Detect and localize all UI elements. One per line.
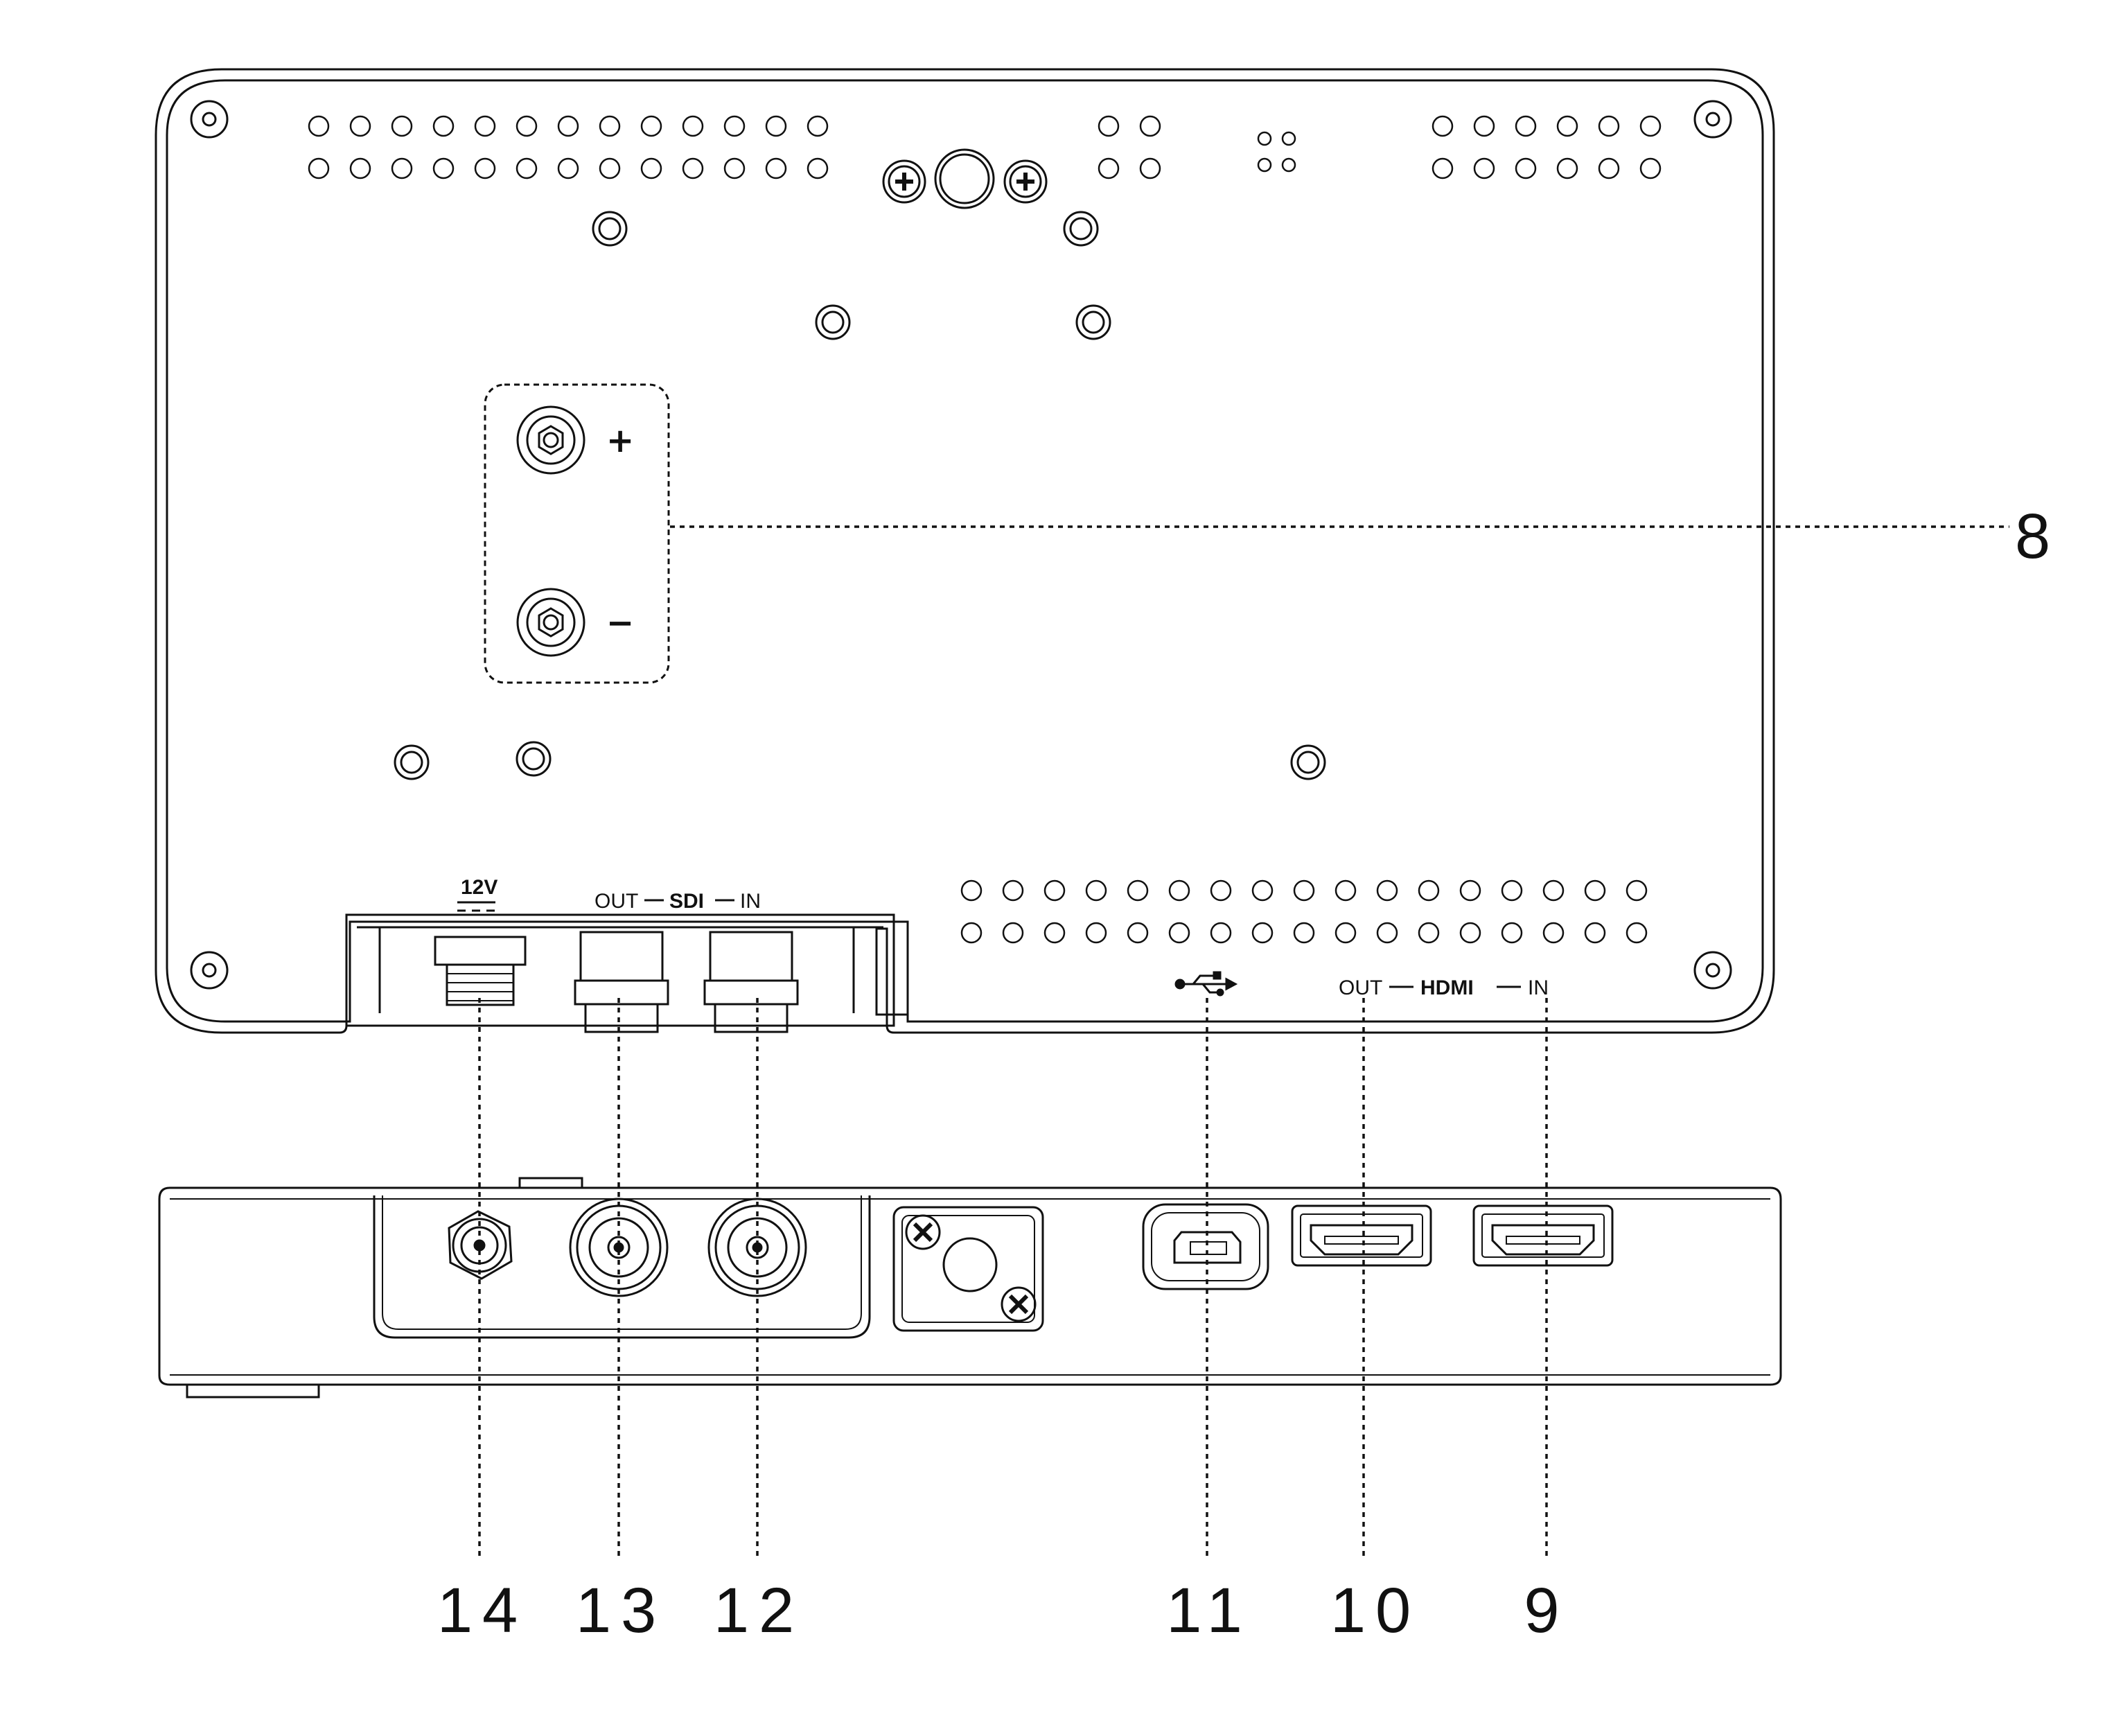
connector-recess <box>373 1195 871 1339</box>
hdmi-in-label: IN <box>1528 976 1549 999</box>
sdi-out-label: OUT <box>594 890 638 913</box>
leader-lines <box>478 525 2009 1559</box>
hdmi-name-label: HDMI <box>1420 976 1474 999</box>
sdi-in-label: IN <box>740 890 761 913</box>
mount-hole-icon <box>394 211 1326 780</box>
battery-plus-label: + <box>606 421 634 460</box>
battery-minus-label: − <box>606 604 634 642</box>
mount-plate-icon <box>892 1206 1044 1332</box>
callout-12: 12 <box>714 1575 804 1646</box>
corner-screw-icon <box>190 100 1732 990</box>
callout-11: 11 <box>1166 1575 1252 1646</box>
dc-symbol-icon <box>457 901 495 912</box>
vent-hole-icon <box>308 115 1662 944</box>
center-mount-screw-icon <box>882 148 1048 209</box>
callout-10: 10 <box>1330 1575 1420 1646</box>
power-voltage-label: 12V <box>461 876 497 899</box>
callout-numbers: 8 9 10 11 12 13 14 <box>437 501 2060 1646</box>
battery-terminal-box <box>484 383 670 684</box>
sdi-name-label: SDI <box>669 890 704 913</box>
monitor-bottom-view <box>158 1177 1782 1399</box>
callout-8: 8 <box>2015 501 2060 572</box>
usb-icon <box>1174 971 1238 997</box>
hdmi-out-label: OUT <box>1339 976 1382 999</box>
hdmi-in-port-icon <box>1472 1204 1614 1267</box>
battery-terminal-icon <box>516 405 585 657</box>
usb-port-icon <box>1142 1203 1269 1290</box>
callout-9: 9 <box>1524 1575 1569 1646</box>
sdi-bnc-back-icon <box>574 931 799 1033</box>
sdi-out-bnc-icon <box>569 1198 669 1297</box>
monitor-back-view <box>155 68 1775 1034</box>
dc-jack-back-icon <box>434 936 527 1006</box>
callout-13: 13 <box>576 1575 666 1646</box>
panel-labels: 12V OUT SDI IN OUT HDMI IN + − <box>457 421 1549 999</box>
callout-14: 14 <box>437 1575 527 1646</box>
hdmi-out-port-icon <box>1291 1204 1432 1267</box>
monitor-outline <box>222 68 1775 1034</box>
